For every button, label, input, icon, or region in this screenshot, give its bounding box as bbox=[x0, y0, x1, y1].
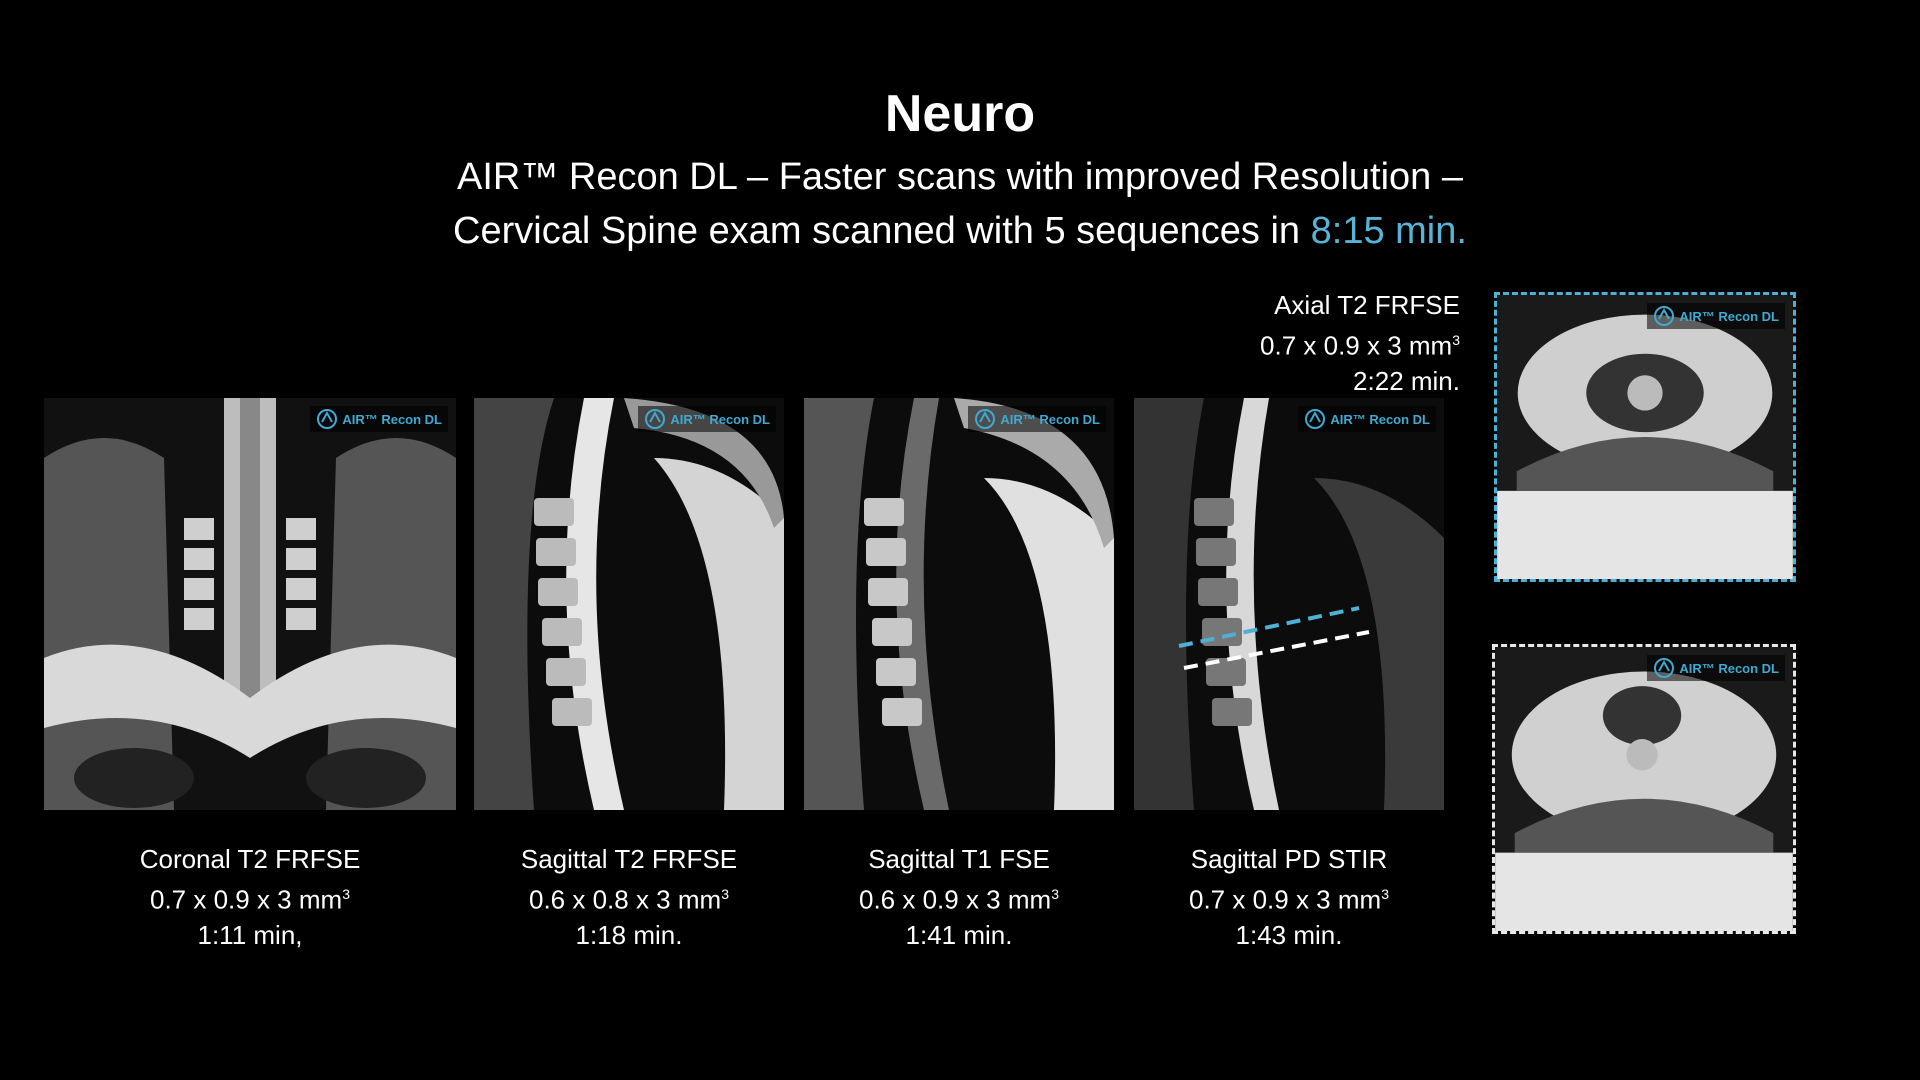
badge-label: AIR™ Recon DL bbox=[342, 411, 442, 427]
sequence-name: Sagittal T1 FSE bbox=[868, 844, 1050, 874]
page-subtitle: AIR™ Recon DL – Faster scans with improv… bbox=[0, 150, 1920, 258]
air-recon-dl-badge: AIR™ Recon DL bbox=[1647, 655, 1785, 681]
sagittal-pd-stir-scan-image: AIR™ Recon DL bbox=[1134, 398, 1444, 810]
caption-sagittal-pd-stir: Sagittal PD STIR 0.7 x 0.9 x 3 mm3 1:43 … bbox=[1134, 842, 1444, 953]
air-recon-dl-badge: AIR™ Recon DL bbox=[1298, 406, 1436, 432]
sagittal-t2-scan-image: AIR™ Recon DL bbox=[474, 398, 784, 810]
sequence-time: 1:11 min, bbox=[197, 919, 303, 950]
subtitle-line-1: AIR™ Recon DL – Faster scans with improv… bbox=[456, 156, 1464, 198]
sequence-name: Axial T2 FRFSE bbox=[1274, 290, 1460, 320]
badge-label: AIR™ Recon DL bbox=[1679, 308, 1779, 324]
sequence-time: 1:41 min. bbox=[905, 919, 1013, 950]
sequence-resolution: 0.7 x 0.9 x 3 mm3 bbox=[150, 884, 350, 915]
axial-slice-line-blue bbox=[1178, 606, 1360, 648]
air-recon-logo-icon bbox=[645, 409, 666, 429]
sagittal-t1-scan-image: AIR™ Recon DL bbox=[804, 398, 1114, 810]
sequence-time: 2:22 min. bbox=[1353, 365, 1460, 396]
badge-label: AIR™ Recon DL bbox=[1679, 660, 1779, 676]
badge-label: AIR™ Recon DL bbox=[1000, 411, 1100, 427]
sequence-resolution: 0.6 x 0.9 x 3 mm3 bbox=[859, 884, 1059, 915]
air-recon-dl-badge: AIR™ Recon DL bbox=[310, 406, 448, 432]
axial-slice-line-white bbox=[1183, 630, 1370, 670]
air-recon-dl-badge: AIR™ Recon DL bbox=[968, 406, 1106, 432]
total-scan-time: 8:15 min. bbox=[1310, 210, 1467, 252]
page-title: Neuro bbox=[884, 85, 1036, 143]
sagittal-t2-spine-illustration bbox=[474, 398, 784, 810]
sequence-name: Sagittal PD STIR bbox=[1190, 844, 1388, 874]
axial-t2-scan-image-lower: AIR™ Recon DL bbox=[1492, 644, 1796, 934]
coronal-spine-illustration bbox=[44, 398, 456, 810]
axial-spine-illustration bbox=[1495, 647, 1793, 931]
air-recon-dl-badge: AIR™ Recon DL bbox=[638, 406, 776, 432]
air-recon-logo-icon bbox=[975, 409, 996, 429]
badge-label: AIR™ Recon DL bbox=[1330, 411, 1430, 427]
sequence-name: Sagittal T2 FRFSE bbox=[520, 844, 738, 874]
subtitle-line-2: Cervical Spine exam scanned with 5 seque… bbox=[0, 204, 1920, 258]
air-recon-dl-badge: AIR™ Recon DL bbox=[1647, 303, 1785, 329]
axial-spine-illustration bbox=[1497, 295, 1793, 579]
sequence-resolution: 0.6 x 0.8 x 3 mm3 bbox=[529, 884, 729, 915]
badge-label: AIR™ Recon DL bbox=[670, 411, 770, 427]
caption-coronal-t2: Coronal T2 FRFSE 0.7 x 0.9 x 3 mm3 1:11 … bbox=[44, 842, 456, 953]
sequence-resolution: 0.7 x 0.9 x 3 mm3 bbox=[1189, 884, 1389, 915]
sequence-time: 1:18 min. bbox=[575, 919, 683, 950]
sequence-name: Coronal T2 FRFSE bbox=[139, 844, 361, 874]
air-recon-logo-icon bbox=[317, 409, 338, 429]
air-recon-logo-icon bbox=[1654, 658, 1675, 678]
subtitle-line-2-text: Cervical Spine exam scanned with 5 seque… bbox=[453, 210, 1311, 252]
air-recon-logo-icon bbox=[1305, 409, 1326, 429]
sagittal-stir-spine-illustration bbox=[1134, 398, 1444, 810]
sequence-resolution: 0.7 x 0.9 x 3 mm3 bbox=[1260, 330, 1460, 361]
caption-sagittal-t1: Sagittal T1 FSE 0.6 x 0.9 x 3 mm3 1:41 m… bbox=[804, 842, 1114, 953]
sagittal-t1-spine-illustration bbox=[804, 398, 1114, 810]
air-recon-logo-icon bbox=[1654, 306, 1675, 326]
axial-t2-scan-image-upper: AIR™ Recon DL bbox=[1494, 292, 1796, 582]
sequence-time: 1:43 min. bbox=[1235, 919, 1343, 950]
coronal-t2-scan-image: AIR™ Recon DL bbox=[44, 398, 456, 810]
caption-axial-t2: Axial T2 FRFSE 0.7 x 0.9 x 3 mm3 2:22 mi… bbox=[1180, 288, 1460, 399]
caption-sagittal-t2: Sagittal T2 FRFSE 0.6 x 0.8 x 3 mm3 1:18… bbox=[474, 842, 784, 953]
